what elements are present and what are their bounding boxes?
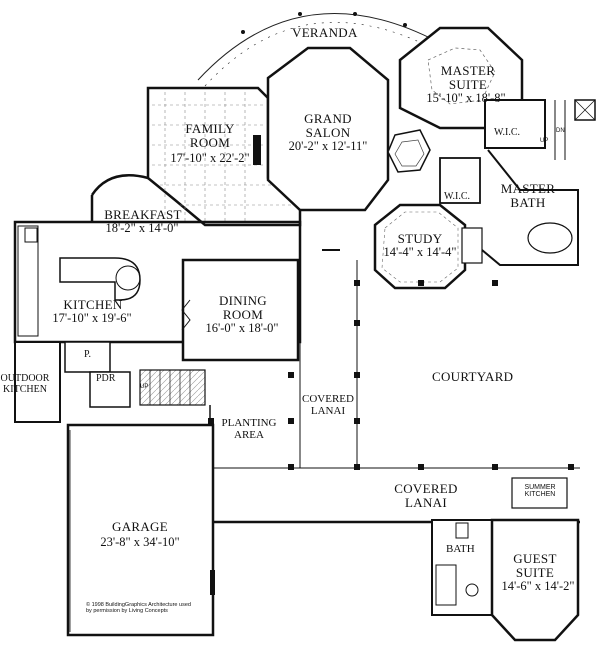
wic-lower-label: W.I.C. [444, 191, 471, 202]
breakfast-label: BREAKFAST [104, 207, 182, 222]
garage-label: GARAGE [112, 519, 168, 534]
master-suite-dims: 15'-10" x 18'-8" [426, 91, 506, 105]
study-label: STUDY [397, 231, 443, 246]
courtyard-label: COURTYARD [432, 369, 514, 384]
family-room-label: FAMILY ROOM [185, 121, 235, 150]
grand-salon-outline [266, 46, 390, 251]
outdoor-kitchen-label: OUTDOOR KITCHEN [0, 373, 50, 395]
wic-upper-label: W.I.C. [494, 127, 521, 138]
guest-suite-outline [431, 518, 580, 642]
veranda-arc [197, 12, 439, 87]
dining-room-dims: 16'-0" x 18'-0" [205, 321, 279, 335]
master-bath-label: MASTER BATH [500, 181, 556, 210]
garage-outline [66, 423, 215, 637]
covered-lanai-upper-label: COVERED LANAI [302, 393, 354, 417]
garage-dims: 23'-8" x 34'-10" [100, 535, 180, 549]
veranda-label: VERANDA [292, 25, 358, 40]
copyright-note: © 1998 BuildingGraphics Architecture use… [86, 602, 191, 614]
master-suite-label: MASTER SUITE [440, 63, 496, 92]
covered-lanai-lower-label: COVERED LANAI [394, 481, 458, 510]
kitchen-dims: 17'-10" x 19'-6" [52, 311, 132, 325]
grand-salon-label: GRAND SALON [304, 111, 352, 140]
stair-down-label: DN [556, 128, 565, 134]
master-bath-block [387, 99, 596, 266]
stair-up-label-2: UP [540, 138, 549, 144]
bath-label: BATH [446, 543, 475, 555]
study-outline [373, 203, 483, 290]
grand-salon-dims: 20'-2" x 12'-11" [288, 139, 368, 153]
guest-suite-label: GUEST SUITE [513, 551, 557, 580]
breakfast-dims: 18'-2" x 14'-0" [105, 221, 179, 235]
study-dims: 14'-4" x 14'-4" [383, 245, 457, 259]
kitchen-label: KITCHEN [63, 297, 123, 312]
summer-kitchen-label: SUMMER KITCHEN [524, 484, 556, 499]
breakfast-kitchen-outline [13, 174, 302, 344]
pantry-label: P. [84, 349, 91, 360]
dining-room-label: DINING ROOM [218, 293, 267, 322]
planting-area-label: PLANTING AREA [221, 417, 277, 441]
family-room-outline [146, 86, 302, 227]
family-room-dims: 17'-10" x 22'-2" [170, 151, 250, 165]
utility-block [14, 341, 206, 423]
stair-up-label: UP [140, 384, 149, 390]
dining-room-outline [181, 258, 300, 362]
powder-label: PDR [96, 373, 116, 384]
guest-suite-dims: 14'-6" x 14'-2" [501, 579, 575, 593]
